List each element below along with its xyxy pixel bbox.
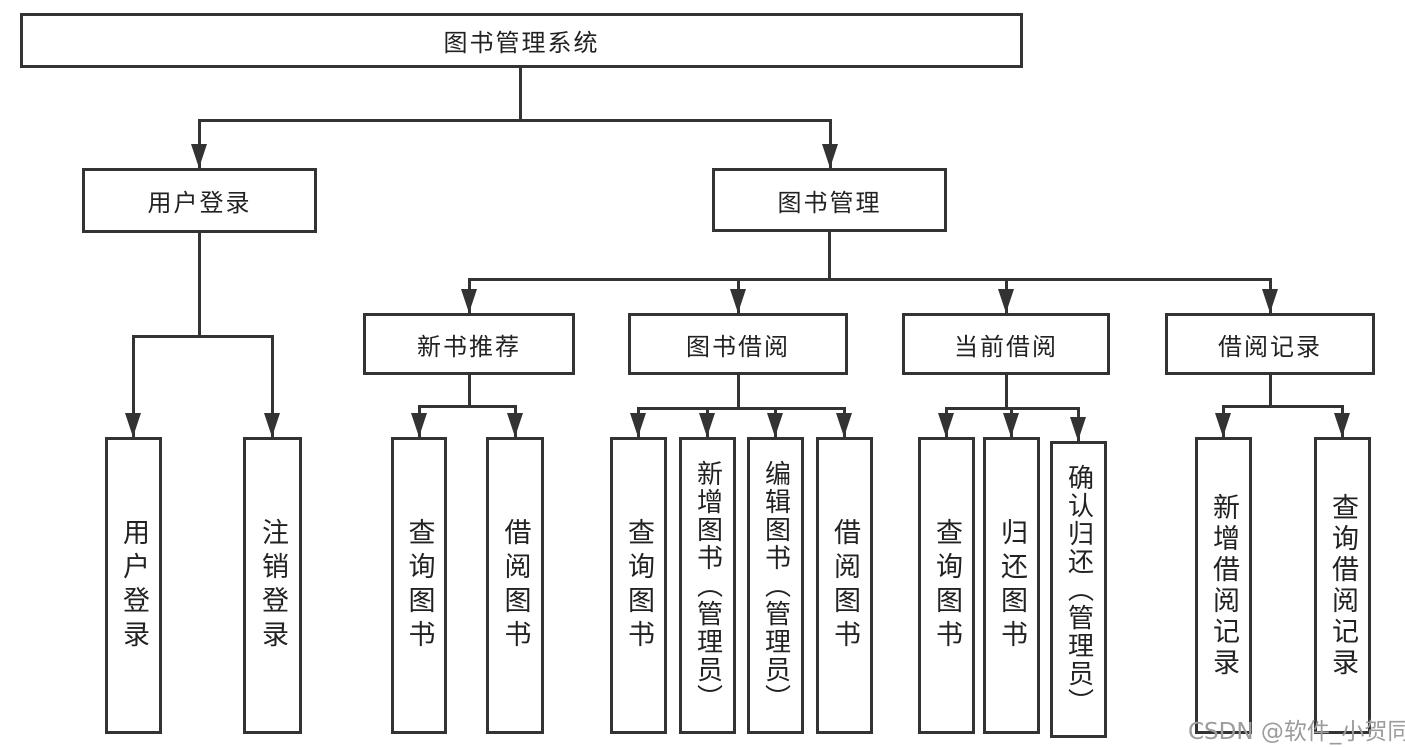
connector-line (198, 119, 831, 122)
connector-line (132, 335, 135, 437)
connector-line (1005, 375, 1008, 407)
node-label: 用户登录 (118, 517, 149, 654)
node-label: 借阅图书 (829, 517, 860, 654)
arrow-down-icon (411, 413, 427, 437)
node-label: 查询图书 (403, 517, 435, 654)
leaf-query-books: 查询图书 (918, 437, 975, 734)
connector-line (132, 335, 274, 338)
node-label: 查询借阅记录 (1327, 492, 1358, 679)
node-label: 图书管理系统 (443, 29, 600, 57)
arrow-down-icon (767, 413, 783, 437)
leaf-borrow-books: 借阅图书 (816, 437, 873, 734)
arrow-down-icon (1215, 413, 1231, 437)
node-book-management: 图书管理 (712, 168, 947, 232)
arrow-down-icon (699, 413, 715, 437)
arrow-down-icon (1262, 289, 1278, 313)
connector-line (637, 407, 845, 410)
arrow-down-icon (822, 144, 838, 168)
node-label: 归还图书 (996, 517, 1027, 654)
leaf-query-books: 查询图书 (391, 437, 447, 734)
leaf-return-books: 归还图书 (983, 437, 1040, 734)
leaf-query-borrow-record: 查询借阅记录 (1314, 437, 1371, 734)
leaf-user-login: 用户登录 (105, 437, 162, 734)
leaf-add-borrow-record: 新增借阅记录 (1195, 437, 1252, 734)
node-label: 查询图书 (931, 517, 962, 654)
node-current-borrowing: 当前借阅 (902, 313, 1110, 375)
node-root-library-system: 图书管理系统 (20, 13, 1023, 68)
arrow-down-icon (191, 144, 207, 168)
connector-line (271, 335, 274, 437)
connector-line (198, 119, 201, 168)
node-label: 用户登录 (147, 189, 252, 217)
arrow-down-icon (461, 289, 477, 313)
arrow-down-icon (1070, 417, 1086, 441)
arrow-down-icon (507, 413, 523, 437)
node-label: 新增图书（管理员） (692, 459, 723, 712)
connector-line (737, 375, 740, 407)
arrow-down-icon (730, 289, 746, 313)
leaf-confirm-return-admin: 确认归还（管理员） (1050, 441, 1107, 738)
node-new-book-recommendation: 新书推荐 (363, 313, 575, 375)
arrow-down-icon (998, 289, 1014, 313)
node-label: 新书推荐 (417, 332, 521, 361)
node-label: 查询图书 (623, 517, 654, 654)
leaf-logout: 注销登录 (243, 437, 302, 734)
arrow-down-icon (836, 413, 852, 437)
connector-line (1269, 375, 1272, 405)
node-label: 图书管理 (777, 188, 882, 217)
node-label: 当前借阅 (954, 332, 1058, 361)
connector-line (418, 405, 517, 408)
node-label: 编辑图书（管理员） (760, 459, 791, 712)
node-label: 借阅图书 (499, 517, 531, 654)
node-book-borrowing: 图书借阅 (628, 313, 848, 375)
arrow-down-icon (938, 413, 954, 437)
leaf-borrow-books: 借阅图书 (486, 437, 544, 734)
connector-line (829, 119, 832, 168)
arrow-down-icon (125, 413, 141, 437)
connector-line (468, 278, 1271, 281)
leaf-query-books: 查询图书 (610, 437, 667, 734)
connector-line (828, 232, 831, 278)
node-label: 新增借阅记录 (1208, 492, 1239, 679)
connector-line (468, 375, 471, 405)
leaf-add-books-admin: 新增图书（管理员） (679, 437, 736, 734)
arrow-down-icon (264, 413, 280, 437)
node-label: 确认归还（管理员） (1063, 463, 1094, 716)
arrow-down-icon (1003, 413, 1019, 437)
arrow-down-icon (1334, 413, 1350, 437)
connector-line (198, 233, 201, 335)
arrow-down-icon (630, 413, 646, 437)
leaf-edit-books-admin: 编辑图书（管理员） (747, 437, 804, 734)
connector-line (1222, 405, 1343, 408)
csdn-watermark: CSDN @软件_小贺同学 (1188, 719, 1405, 745)
node-label: 图书借阅 (686, 332, 790, 361)
connector-line (519, 68, 522, 119)
node-label: 注销登录 (257, 517, 288, 654)
node-user-login: 用户登录 (82, 168, 317, 233)
node-label: 借阅记录 (1218, 332, 1322, 361)
node-borrowing-records: 借阅记录 (1165, 313, 1375, 375)
